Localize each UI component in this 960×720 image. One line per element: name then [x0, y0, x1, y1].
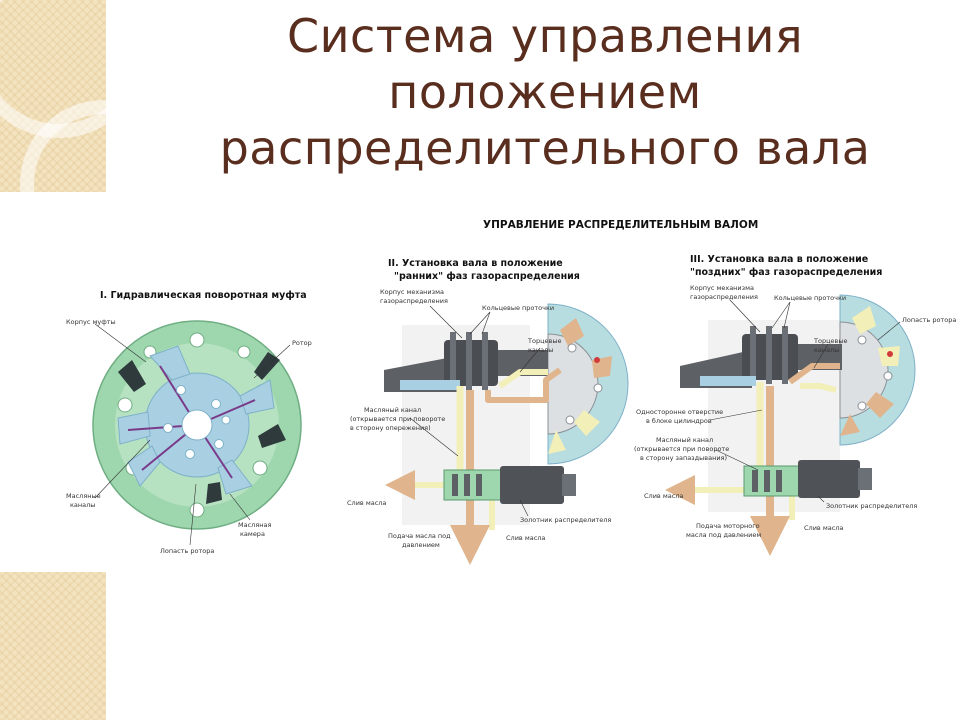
label-oil-channel: Масляный канал	[656, 436, 713, 444]
label-oil-channels: каналы	[70, 501, 95, 509]
rotor-quarter-view	[839, 294, 916, 446]
label-oil-drain-2: Слив масла	[506, 534, 545, 542]
label-end-channels: Торцевые	[813, 337, 847, 345]
label-coupling-housing: Корпус муфты	[66, 318, 116, 326]
label-return-hole: Односторонне отверстие	[636, 408, 723, 416]
panel2-title-line: II. Установка вала в положение	[388, 258, 563, 269]
panel2-title-line: "ранних" фаз газораспределения	[394, 271, 580, 282]
label-rotor-vane: Лопасть ротора	[902, 316, 956, 324]
label-ring-grooves: Кольцевые проточки	[482, 304, 554, 312]
label-timing-housing: Корпус механизма	[380, 288, 444, 296]
label-oil-chamber: камера	[240, 530, 265, 538]
label-oil-channel: (открывается при повороте	[634, 445, 729, 453]
panel3-title-line: "поздних" фаз газораспределения	[690, 267, 882, 278]
label-oil-supply: давлением	[402, 541, 440, 549]
panel1-title: I. Гидравлическая поворотная муфта	[100, 290, 307, 301]
slide-title-line: положением	[388, 65, 702, 119]
panel-early-timing: II. Установка вала в положение "ранних" …	[347, 258, 629, 565]
label-oil-channel: в сторону опережения)	[350, 424, 431, 432]
label-oil-channels: Масляные	[66, 492, 101, 500]
slide-title-line: Система управления	[286, 9, 804, 63]
panel3-leader-lines	[709, 299, 901, 503]
label-oil-channel: в сторону запаздывания)	[640, 454, 727, 462]
label-ring-grooves: Кольцевые проточки	[774, 294, 846, 302]
label-oil-supply: Подача масла под	[388, 532, 451, 540]
label-rotor: Ротор	[292, 339, 312, 347]
label-valve-spool: Золотник распределителя	[520, 516, 611, 524]
label-oil-supply: Подача моторного	[696, 522, 760, 530]
oil-chambers	[118, 352, 286, 504]
panel1-leader-lines	[94, 323, 291, 546]
label-oil-supply: масла под давлением	[686, 531, 761, 539]
rotor-quarter-view	[547, 303, 629, 465]
panel-late-timing: III. Установка вала в положение "поздних…	[634, 254, 956, 556]
panel2-leader-lines	[409, 305, 541, 517]
camshaft	[680, 326, 842, 388]
slide-title-line: распределительного вала	[219, 121, 871, 175]
label-oil-drain: Слив масла	[644, 492, 683, 500]
label-oil-drain: Слив масла	[347, 499, 386, 507]
figure-header: УПРАВЛЕНИЕ РАСПРЕДЕЛИТЕЛЬНЫМ ВАЛОМ	[483, 219, 758, 231]
label-return-hole: в блоке цилиндров	[646, 417, 712, 425]
decorative-pattern-top	[0, 0, 106, 192]
label-timing-housing: газораспределения	[380, 297, 448, 305]
label-timing-housing: газораспределения	[690, 293, 758, 301]
label-oil-channel: Масляный канал	[364, 406, 421, 414]
decorative-pattern-bottom	[0, 572, 106, 720]
label-end-channels: каналы	[528, 346, 553, 354]
label-oil-channel: (открывается при повороте	[350, 415, 445, 423]
label-oil-chamber: Масляная	[238, 521, 271, 529]
rotor-holes	[163, 385, 231, 459]
panel3-title-line: III. Установка вала в положение	[690, 254, 868, 265]
label-rotor-vane: Лопасть ротора	[160, 547, 214, 555]
label-end-channels: Торцевые	[527, 337, 561, 345]
panel-hydraulic-coupling: I. Гидравлическая поворотная муфта	[66, 290, 312, 555]
control-valve	[743, 460, 872, 498]
control-valve	[443, 466, 576, 504]
slide-title: Система управления положением распредели…	[150, 8, 940, 176]
label-oil-drain-2: Слив масла	[804, 524, 843, 532]
label-timing-housing: Корпус механизма	[690, 284, 754, 292]
label-end-channels: каналы	[814, 346, 839, 354]
label-valve-spool: Золотник распределителя	[826, 502, 917, 510]
